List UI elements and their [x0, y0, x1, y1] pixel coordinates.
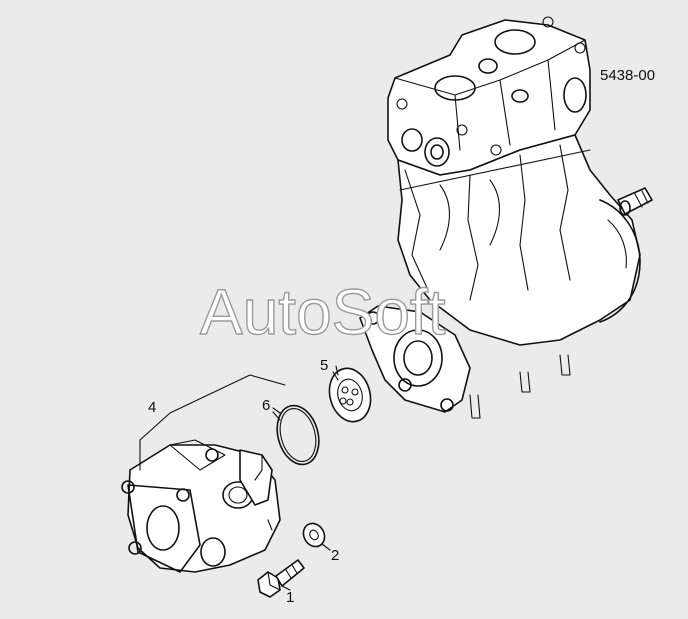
- air-compressor-assembly: [359, 16, 653, 419]
- callout-5: 5: [320, 357, 328, 374]
- o-ring-part-6: [272, 404, 320, 466]
- bolt-part-1: [257, 559, 305, 598]
- callout-1: 1: [286, 589, 294, 606]
- callout-2: 2: [331, 547, 339, 564]
- callout-4: 4: [148, 399, 156, 416]
- washer-part-2: [302, 522, 326, 548]
- autosoft-watermark: AutoSoft: [200, 276, 446, 348]
- drive-coupling-part-5: [328, 365, 372, 423]
- callout-6: 6: [262, 397, 270, 414]
- leader-lines: [139, 371, 339, 591]
- steering-pump-part-4: [121, 439, 281, 573]
- drawing-code-label: 5438-00: [600, 67, 655, 84]
